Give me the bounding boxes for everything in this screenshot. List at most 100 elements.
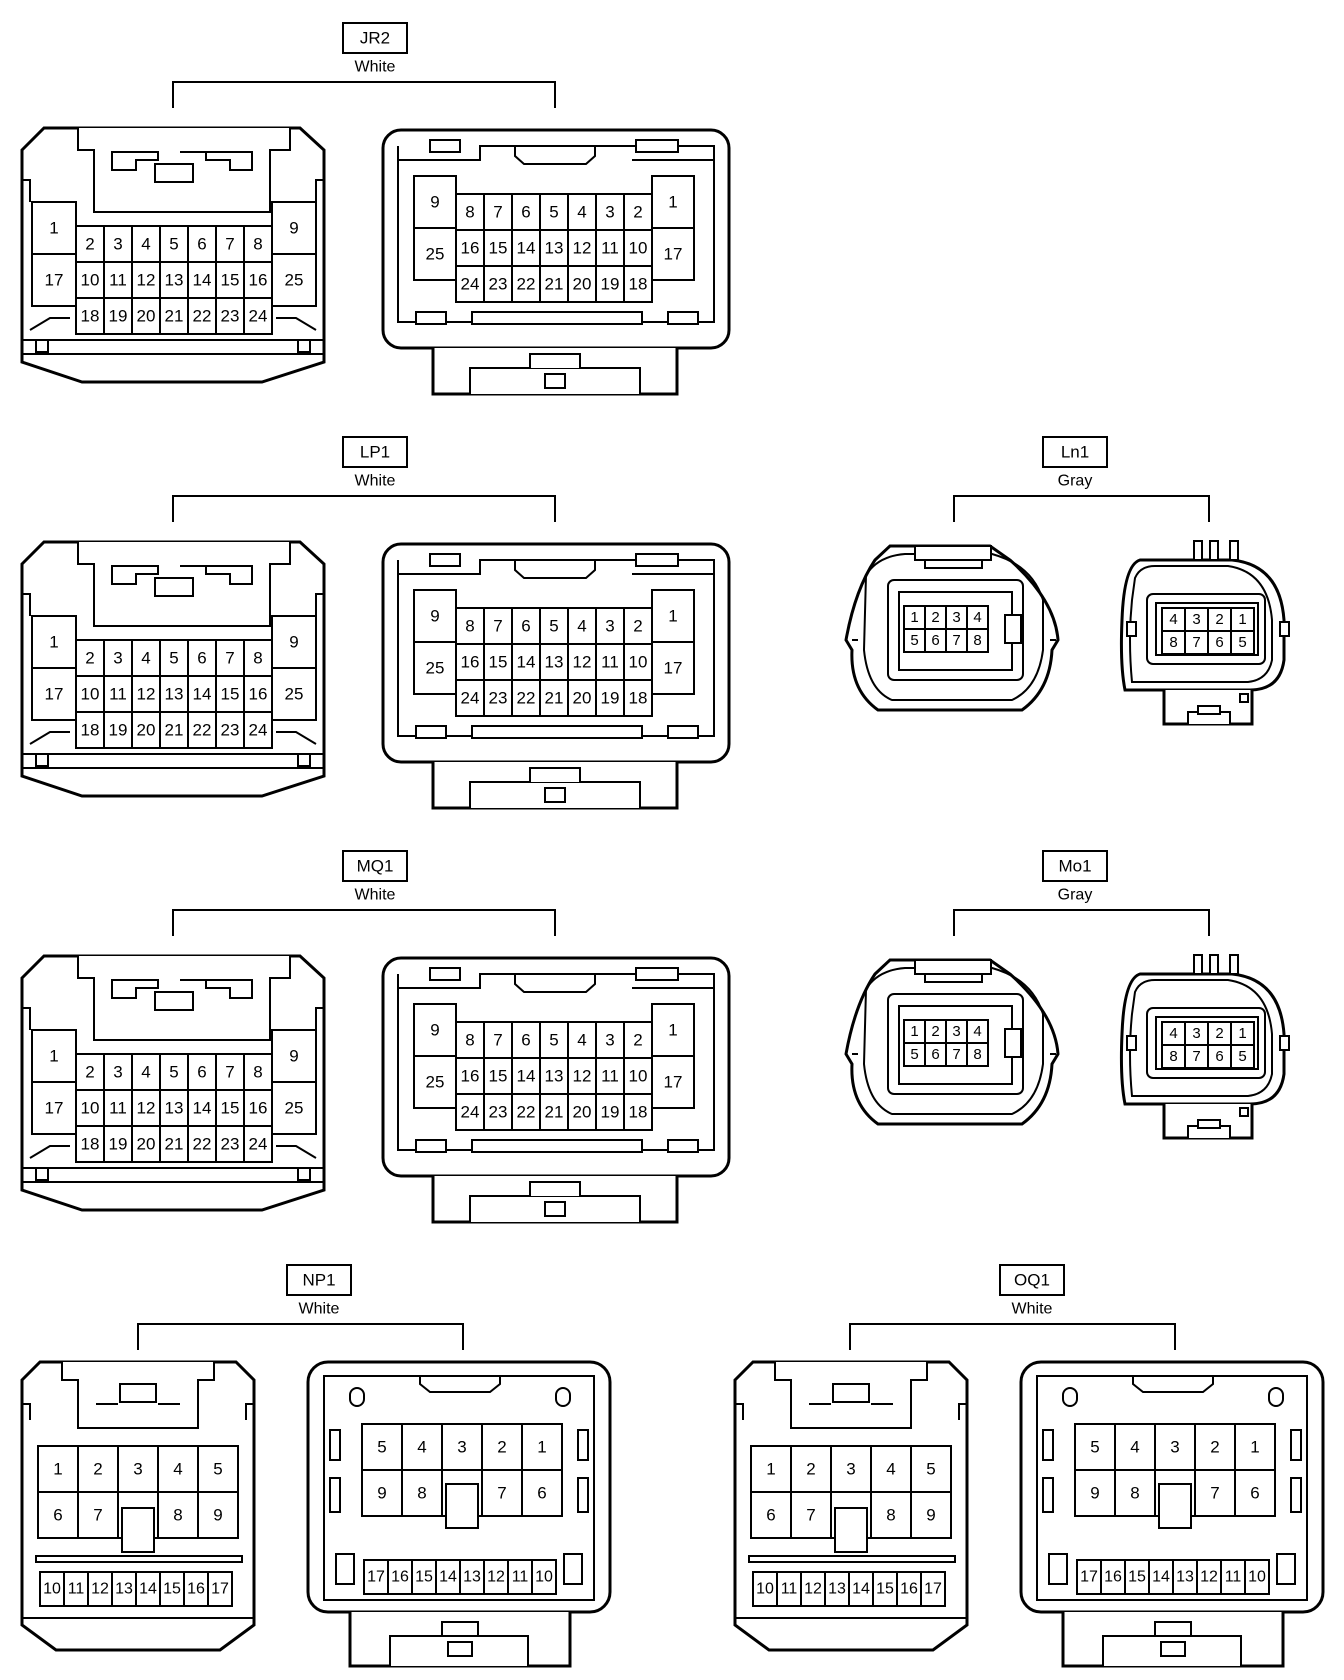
pin-cell: 9 [271,615,317,669]
pin-cell: 5 [159,1053,189,1091]
pin-cell: 8 [455,193,485,231]
pin-number: 10 [756,1581,774,1598]
pin-number: 4 [577,203,586,222]
pin-cell: 10 [75,261,105,299]
pin-cell: 4 [131,639,161,677]
pin-number: 7 [493,1031,502,1050]
pin-number: 2 [497,1438,506,1457]
pin-cell: 12 [131,261,161,299]
connector-color: White [299,1301,340,1318]
pin-cell: 8 [870,1491,912,1539]
pin-cell: 13 [159,261,189,299]
pin-number: 13 [545,653,564,672]
pin-number: 15 [415,1569,433,1586]
pin-cell: 6 [187,639,217,677]
pin-number: 8 [253,235,262,254]
pin-number: 1 [49,219,58,238]
pin-cell: 14 [511,1057,541,1095]
pin-cell: 3 [945,1019,968,1044]
pin-cell: 20 [131,711,161,749]
pin-number: 17 [45,1099,64,1118]
pin-number: 12 [91,1581,109,1598]
pin-number: 19 [109,721,128,740]
pin-number: 19 [109,1135,128,1154]
pin-number: 2 [931,609,939,626]
pin-number: 17 [664,245,683,264]
pin-cell: 14 [187,1089,217,1127]
pin-cell: 2 [1194,1423,1236,1471]
pin-number: 7 [225,235,234,254]
pin-cell: 1 [651,589,695,643]
pin-number: 5 [549,203,558,222]
pin-cell: 17 [31,667,77,721]
pin-number: 9 [289,1047,298,1066]
pin-number: 22 [517,1103,536,1122]
pin-cell: 19 [595,1093,625,1131]
pin-cell: 24 [243,711,273,749]
pin-cell: 7 [215,639,245,677]
pin-cell: 11 [103,261,133,299]
group-ln1: Ln1 Gray [953,436,1210,522]
pin-number: 2 [85,235,94,254]
pin-number: 3 [605,1031,614,1050]
pin-number: 1 [1250,1438,1259,1457]
pin-number: 24 [249,721,268,740]
pin-number: 3 [952,609,960,626]
pin-cell: 25 [271,253,317,307]
pin-number: 20 [137,307,156,326]
pin-number: 7 [1210,1484,1219,1503]
pin-number: 4 [577,617,586,636]
pin-cell: 1 [31,201,77,255]
pin-cell: 25 [271,1081,317,1135]
pin-number: 5 [377,1438,386,1457]
pin-number: 18 [81,721,100,740]
pin-cell: 25 [413,641,457,695]
pin-number: 5 [169,649,178,668]
pin-number: 6 [521,617,530,636]
pin-number: 1 [1238,1025,1246,1042]
connector-label: JR2 [360,29,390,48]
pin-number: 22 [517,689,536,708]
pin-number: 9 [430,193,439,212]
pin-number: 9 [289,219,298,238]
pin-cell: 13 [539,1057,569,1095]
pin-number: 4 [173,1460,182,1479]
pin-number: 25 [285,685,304,704]
pin-number: 14 [193,685,212,704]
pin-cell: 14 [135,1571,161,1607]
pin-number: 2 [931,1023,939,1040]
pin-cell: 21 [539,265,569,303]
pin-cell: 16 [387,1559,413,1595]
pin-number: 11 [109,685,127,704]
pin-cell: 24 [455,1093,485,1131]
pin-cell: 19 [103,711,133,749]
pin-cell: 3 [1184,1021,1209,1046]
pin-cell: 11 [507,1559,533,1595]
pin-number: 7 [493,617,502,636]
pin-cell: 21 [539,1093,569,1131]
pin-number: 5 [549,1031,558,1050]
pin-cell: 5 [1230,630,1255,655]
pin-number: 1 [49,1047,58,1066]
pin-number: 11 [601,1067,619,1086]
pin-cell: 13 [159,1089,189,1127]
pin-cell: 12 [567,643,597,681]
pin-cell: 23 [483,265,513,303]
pin-number: 16 [187,1581,205,1598]
pin-cell: 1 [903,605,926,630]
pin-number: 1 [49,633,58,652]
pin-number: 25 [426,659,445,678]
pin-number: 12 [1200,1569,1218,1586]
pin-cell: 22 [511,679,541,717]
pin-cell: 1 [31,615,77,669]
pin-number: 9 [430,1021,439,1040]
pin-number: 12 [804,1581,822,1598]
pin-cell: 15 [1124,1559,1150,1595]
pin-cell: 1 [651,1003,695,1057]
pin-cell: 9 [361,1469,403,1517]
pin-cell: 6 [1207,630,1232,655]
pin-number: 18 [629,1103,648,1122]
pin-cell: 11 [103,1089,133,1127]
pin-number: 1 [537,1438,546,1457]
pin-number: 16 [249,1099,268,1118]
